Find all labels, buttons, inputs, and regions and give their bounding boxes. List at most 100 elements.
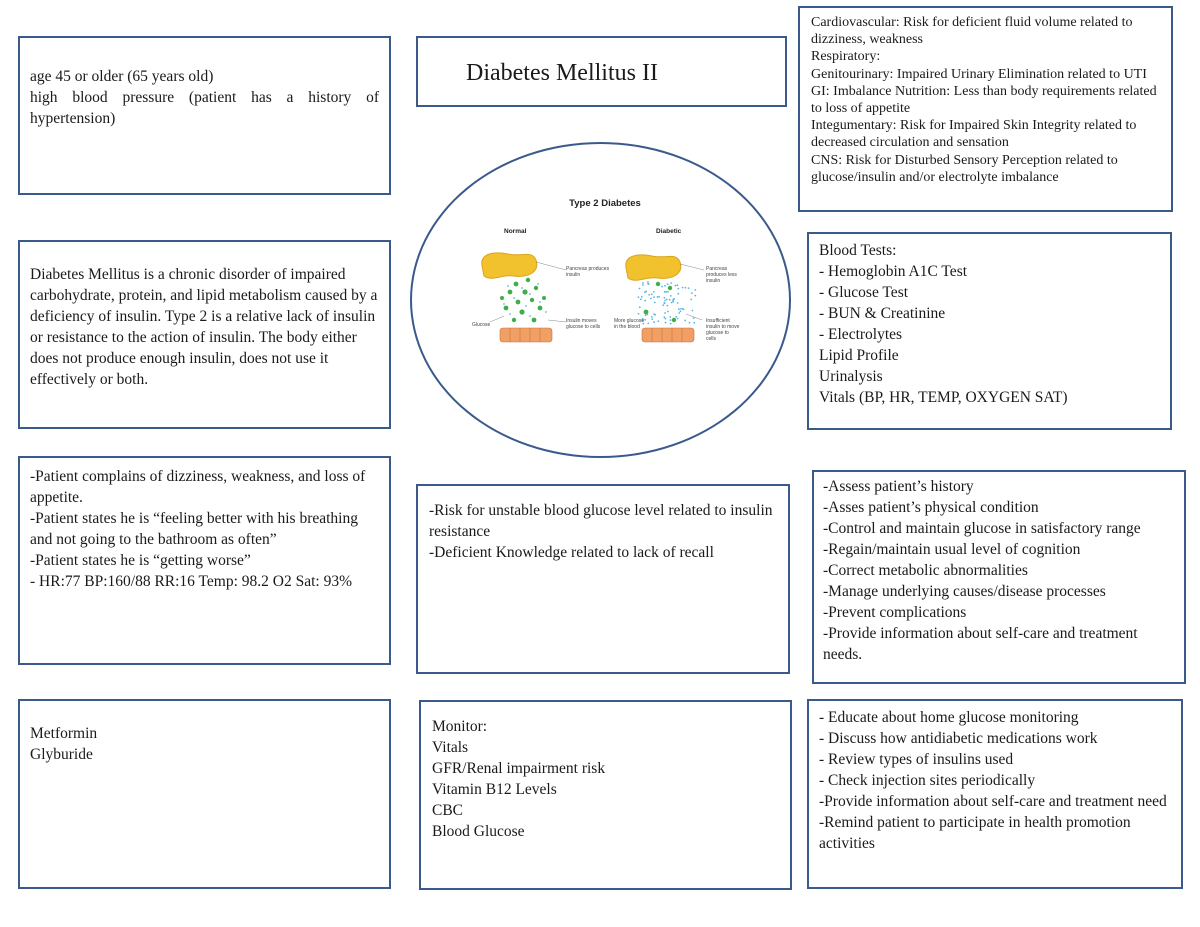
glucose-dot xyxy=(653,313,656,316)
glucose-dot xyxy=(663,316,666,319)
monitor-item: Vitamin B12 Levels xyxy=(432,781,557,798)
glucose-dot xyxy=(638,287,641,290)
glucose-dot xyxy=(664,284,666,287)
education-item: -Provide information about self-care and… xyxy=(819,793,1167,810)
glucose-dot xyxy=(638,306,641,309)
lab-item: Lipid Profile xyxy=(819,347,899,364)
assessment-item: -Patient states he is “getting worse” xyxy=(30,552,251,569)
glucose-dot xyxy=(647,281,649,283)
glucose-dot xyxy=(656,296,659,298)
glucose-dot xyxy=(667,310,669,313)
assessment-box: -Patient complains of dizziness, weaknes… xyxy=(18,456,391,665)
glucose-dot xyxy=(642,322,645,325)
education-item: -Remind patient to participate in health… xyxy=(819,814,1131,852)
lab-item: Urinalysis xyxy=(819,368,883,385)
glucose-dot xyxy=(657,320,660,322)
system-gi: GI: Imbalance Nutrition: Less than body … xyxy=(811,83,1157,117)
figure-diabetic-cells-note: Insufficient insulin to move glucose to … xyxy=(706,318,740,342)
glucose-dot xyxy=(637,296,640,298)
glucose-dot xyxy=(666,283,669,286)
glucose-dot xyxy=(688,321,691,324)
glucose-dot xyxy=(667,291,669,293)
diabetic-pancreas-shape xyxy=(625,254,682,281)
glucose-dot xyxy=(650,316,653,318)
type2-diabetes-figure: Type 2 Diabetes Normal Diabetic xyxy=(470,188,740,358)
labs-heading: Blood Tests: xyxy=(819,242,897,259)
monitor-box: Monitor: Vitals GFR/Renal impairment ris… xyxy=(419,700,792,890)
diabetic-cells xyxy=(641,327,695,343)
normal-insulin-dots xyxy=(500,277,546,323)
labs-box: Blood Tests: - Hemoglobin A1C Test - Glu… xyxy=(807,232,1172,430)
glucose-dot xyxy=(651,318,654,320)
risk-factors-box: age 45 or older (65 years old) high bloo… xyxy=(18,36,391,195)
glucose-dot xyxy=(676,317,679,320)
normal-glucose-dots xyxy=(503,283,547,317)
glucose-dot xyxy=(653,296,655,298)
glucose-dot xyxy=(663,301,666,304)
glucose-dot xyxy=(644,318,647,321)
education-item: - Check injection sites periodically xyxy=(819,772,1036,789)
glucose-dot xyxy=(691,309,694,312)
glucose-dot xyxy=(641,320,644,322)
intervention-item: -Prevent complications xyxy=(823,604,967,621)
diabetic-glucose-dots xyxy=(637,281,697,325)
glucose-dot xyxy=(678,312,681,314)
glucose-dot xyxy=(668,298,671,301)
glucose-dot xyxy=(673,298,676,300)
glucose-dot xyxy=(650,297,652,300)
intervention-item: -Control and maintain glucose in satisfa… xyxy=(823,520,1141,537)
assessment-item: -Patient complains of dizziness, weaknes… xyxy=(30,468,366,506)
glucose-dot xyxy=(681,286,684,289)
figure-diabetic-label: Diabetic xyxy=(656,228,682,235)
lab-item: Vitals (BP, HR, TEMP, OXYGEN SAT) xyxy=(819,389,1068,406)
glucose-dot xyxy=(684,286,687,289)
lab-item: - BUN & Creatinine xyxy=(819,305,946,322)
system-respiratory: Respiratory: xyxy=(811,49,881,65)
definition-box: Diabetes Mellitus is a chronic disorder … xyxy=(18,240,391,429)
figure-title: Type 2 Diabetes xyxy=(569,198,641,209)
glucose-dot xyxy=(678,308,680,311)
monitor-item: Vitals xyxy=(432,739,469,756)
intervention-item: -Provide information about self-care and… xyxy=(823,625,1138,663)
glucose-dot xyxy=(687,287,690,289)
glucose-dot xyxy=(662,304,665,306)
glucose-dot xyxy=(677,287,680,290)
diagnosis-item: -Risk for unstable blood glucose level r… xyxy=(429,502,773,540)
education-item: - Discuss how antidiabetic medications w… xyxy=(819,730,1098,747)
figure-normal-label: Normal xyxy=(504,228,527,235)
glucose-dot xyxy=(647,322,650,325)
lab-item: - Glucose Test xyxy=(819,284,909,301)
intervention-item: -Assess patient’s history xyxy=(823,478,974,495)
glucose-dot xyxy=(669,322,672,325)
glucose-dot xyxy=(641,318,644,320)
glucose-dot xyxy=(642,282,644,284)
glucose-dot xyxy=(684,319,687,322)
monitor-item: CBC xyxy=(432,802,464,819)
risk-factor-hypertension: high blood pressure (patient has a histo… xyxy=(30,89,379,127)
glucose-dot xyxy=(653,301,656,304)
glucose-dot xyxy=(693,321,696,324)
interventions-box: -Assess patient’s history -Asses patient… xyxy=(812,470,1186,684)
figure-diabetic-pancreas-note: Pancreas produces less insulin xyxy=(706,266,737,284)
glucose-dot xyxy=(674,284,677,287)
medication-item: Metformin xyxy=(30,725,98,742)
glucose-dot xyxy=(692,317,695,319)
glucose-dot xyxy=(652,291,655,293)
glucose-dot xyxy=(677,292,680,295)
center-oval xyxy=(410,142,791,458)
assessment-item: -Patient states he is “feeling better wi… xyxy=(30,510,358,548)
glucose-dot xyxy=(647,282,649,285)
glucose-dot xyxy=(640,296,643,298)
glucose-dot xyxy=(663,296,666,299)
glucose-dot xyxy=(640,298,642,301)
glucose-dot xyxy=(680,307,682,310)
glucose-dot xyxy=(676,302,679,304)
glucose-dot xyxy=(669,316,672,318)
monitor-item: GFR/Renal impairment risk xyxy=(432,760,606,777)
page-title: Diabetes Mellitus II xyxy=(466,60,658,86)
system-cardiovascular: Cardiovascular: Risk for deficient fluid… xyxy=(811,15,1133,48)
glucose-dot xyxy=(644,314,647,317)
medication-item: Glyburide xyxy=(30,746,93,763)
glucose-dot xyxy=(637,312,640,315)
glucose-dot xyxy=(670,282,673,284)
